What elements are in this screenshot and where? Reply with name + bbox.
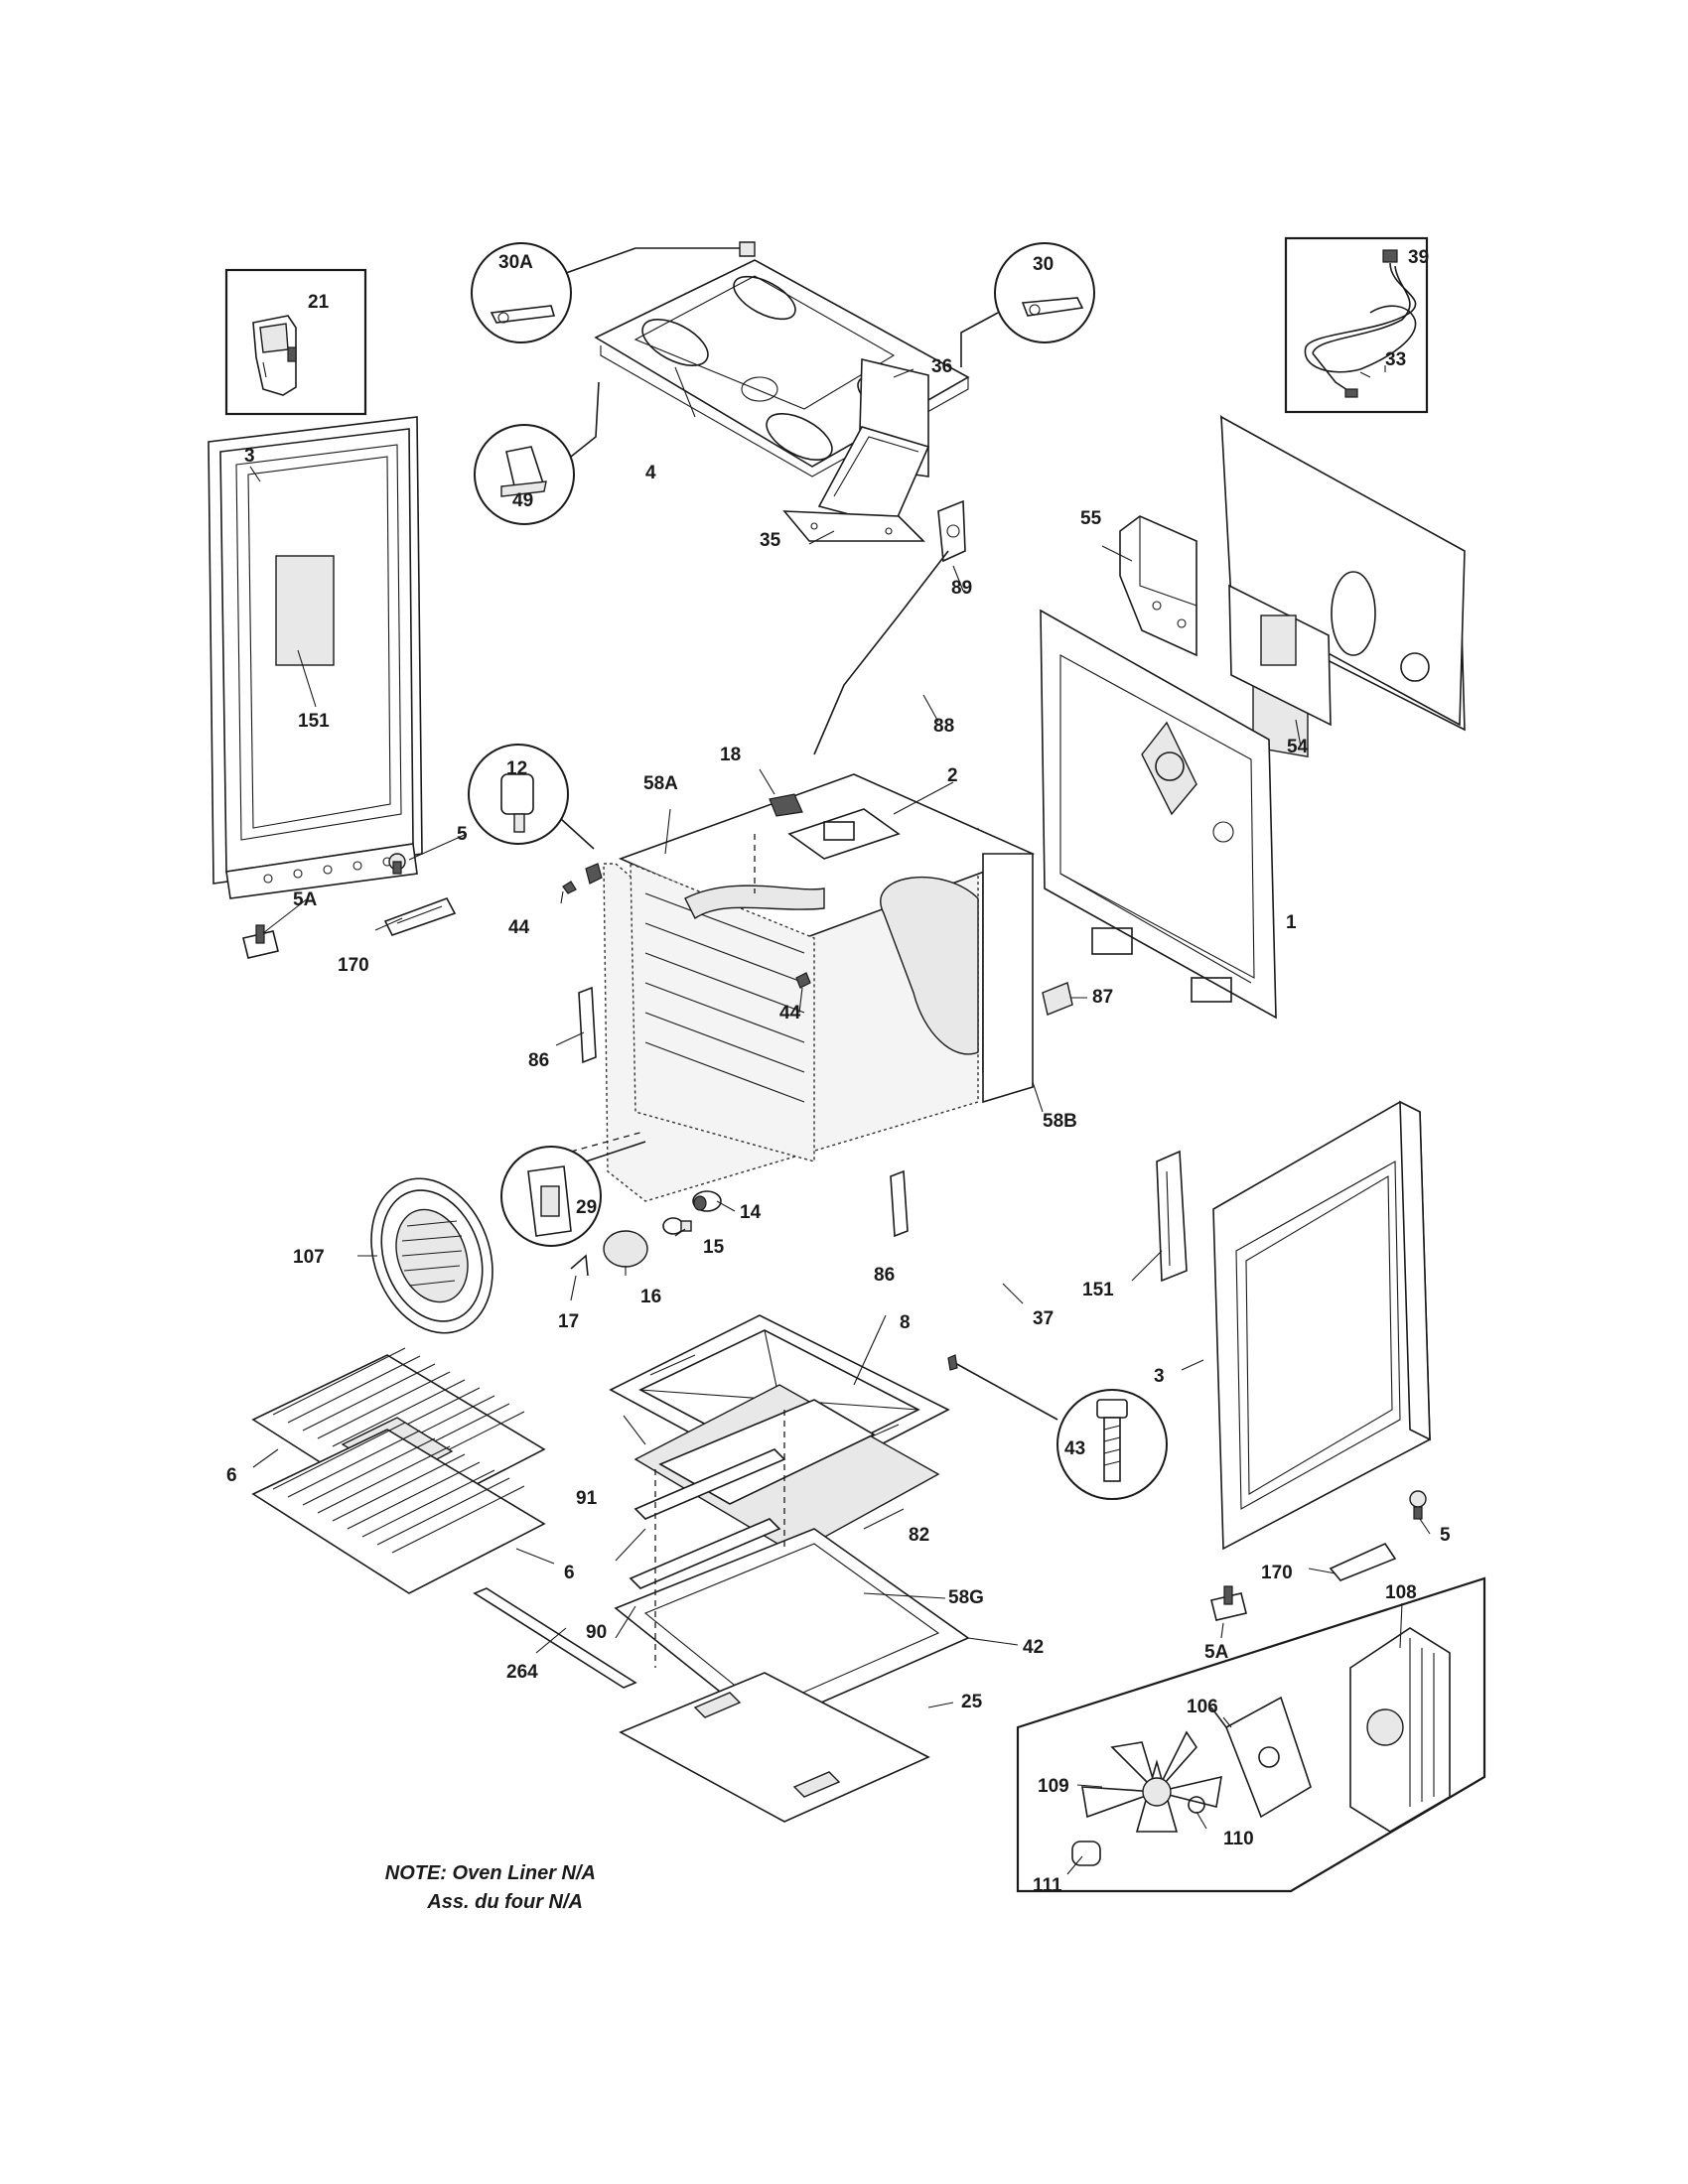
label-5A-right: 5A <box>1204 1642 1229 1663</box>
label-88: 88 <box>933 716 954 737</box>
lens-16 <box>603 1230 648 1268</box>
bracket-87 <box>1042 982 1073 1016</box>
label-14: 14 <box>740 1202 762 1223</box>
socket-14 <box>692 1190 722 1212</box>
label-3-left: 3 <box>244 446 255 467</box>
label-49: 49 <box>512 490 533 511</box>
label-2: 2 <box>947 765 958 786</box>
plate-35 <box>782 510 925 542</box>
label-21: 21 <box>308 292 330 313</box>
callout-29 <box>500 1141 646 1247</box>
label-91: 91 <box>576 1488 598 1509</box>
rail-86-left <box>578 986 597 1064</box>
label-170-right: 170 <box>1261 1563 1293 1583</box>
label-89: 89 <box>951 578 972 599</box>
label-109: 109 <box>1038 1776 1069 1797</box>
part-21-box <box>224 268 367 416</box>
label-108: 108 <box>1385 1582 1417 1603</box>
rear-panel-33 <box>1220 414 1466 758</box>
screw-44-left <box>562 881 577 894</box>
rack-6-lower <box>251 1422 546 1594</box>
note-line-2: Ass. du four N/A <box>426 1891 583 1913</box>
left-hinge-170 <box>383 897 457 936</box>
label-29: 29 <box>576 1197 597 1218</box>
label-107: 107 <box>293 1247 325 1268</box>
callout-12 <box>468 744 603 885</box>
oven-cavity <box>570 773 1036 1202</box>
right-hinge-5A <box>1210 1585 1247 1621</box>
label-87: 87 <box>1092 987 1113 1008</box>
label-15: 15 <box>703 1237 725 1258</box>
screw-43-callout <box>947 1354 1168 1500</box>
label-30A: 30A <box>498 252 533 273</box>
bracket-90 <box>629 1518 781 1589</box>
label-5-left: 5 <box>457 824 468 845</box>
label-58A: 58A <box>643 773 678 794</box>
label-264: 264 <box>506 1662 538 1683</box>
label-17: 17 <box>558 1311 579 1332</box>
left-leveler-5 <box>388 853 406 875</box>
label-42: 42 <box>1023 1637 1044 1658</box>
label-58B: 58B <box>1043 1111 1077 1132</box>
rear-wall-1 <box>1040 609 1277 1020</box>
label-82: 82 <box>909 1525 929 1546</box>
right-leveler-5 <box>1409 1490 1427 1520</box>
label-86-right: 86 <box>874 1265 895 1286</box>
clip-17 <box>570 1254 589 1277</box>
callout-30 <box>960 242 1095 367</box>
label-5A-left: 5A <box>293 889 318 910</box>
rail-86-right <box>890 1169 909 1238</box>
label-55: 55 <box>1080 508 1102 529</box>
label-90: 90 <box>586 1622 607 1643</box>
label-8: 8 <box>900 1312 911 1333</box>
left-side-panel <box>208 416 423 899</box>
bulb-15 <box>662 1217 692 1235</box>
label-30: 30 <box>1033 254 1054 275</box>
panel-55 <box>1119 515 1197 657</box>
label-111: 111 <box>1033 1875 1062 1896</box>
label-44-left: 44 <box>508 917 530 938</box>
label-43: 43 <box>1064 1438 1085 1459</box>
label-18: 18 <box>720 745 741 765</box>
part-39-box <box>1284 236 1429 414</box>
label-36: 36 <box>931 356 952 377</box>
convection-duct-36 <box>817 357 930 527</box>
panel-54 <box>1228 584 1332 727</box>
right-side-panel <box>1156 1100 1431 1551</box>
label-16: 16 <box>640 1287 661 1307</box>
drawer-bottom-25 <box>619 1672 930 1823</box>
label-151-right: 151 <box>1082 1280 1114 1300</box>
label-37: 37 <box>1033 1308 1054 1329</box>
label-6-lower: 6 <box>564 1563 575 1583</box>
label-54: 54 <box>1287 737 1309 757</box>
label-35: 35 <box>760 530 781 551</box>
screw-44-mid <box>795 972 811 989</box>
label-3-right: 3 <box>1154 1366 1165 1387</box>
label-6-upper: 6 <box>226 1465 237 1486</box>
label-58G: 58G <box>948 1587 984 1608</box>
label-106: 106 <box>1187 1697 1218 1717</box>
callout-30A <box>471 241 756 343</box>
right-hinge-170 <box>1329 1542 1397 1581</box>
convection-fan-box <box>1016 1576 1486 1893</box>
label-1: 1 <box>1286 912 1297 933</box>
label-5-right: 5 <box>1440 1525 1451 1546</box>
label-151-left: 151 <box>298 711 330 732</box>
label-44-mid: 44 <box>779 1003 801 1024</box>
label-170-left: 170 <box>338 955 369 976</box>
label-33: 33 <box>1385 349 1406 370</box>
left-hinge-5A <box>242 924 279 959</box>
callout-49 <box>474 381 600 525</box>
label-110: 110 <box>1223 1829 1254 1849</box>
label-12: 12 <box>506 758 527 779</box>
label-4: 4 <box>645 463 656 483</box>
sensor-89 <box>813 499 966 755</box>
fan-cover-107 <box>370 1177 493 1334</box>
label-25: 25 <box>961 1692 983 1712</box>
label-39: 39 <box>1408 247 1429 268</box>
label-86-left: 86 <box>528 1050 549 1071</box>
panel-264 <box>473 1587 637 1689</box>
note-line-1: NOTE: Oven Liner N/A <box>385 1862 596 1884</box>
